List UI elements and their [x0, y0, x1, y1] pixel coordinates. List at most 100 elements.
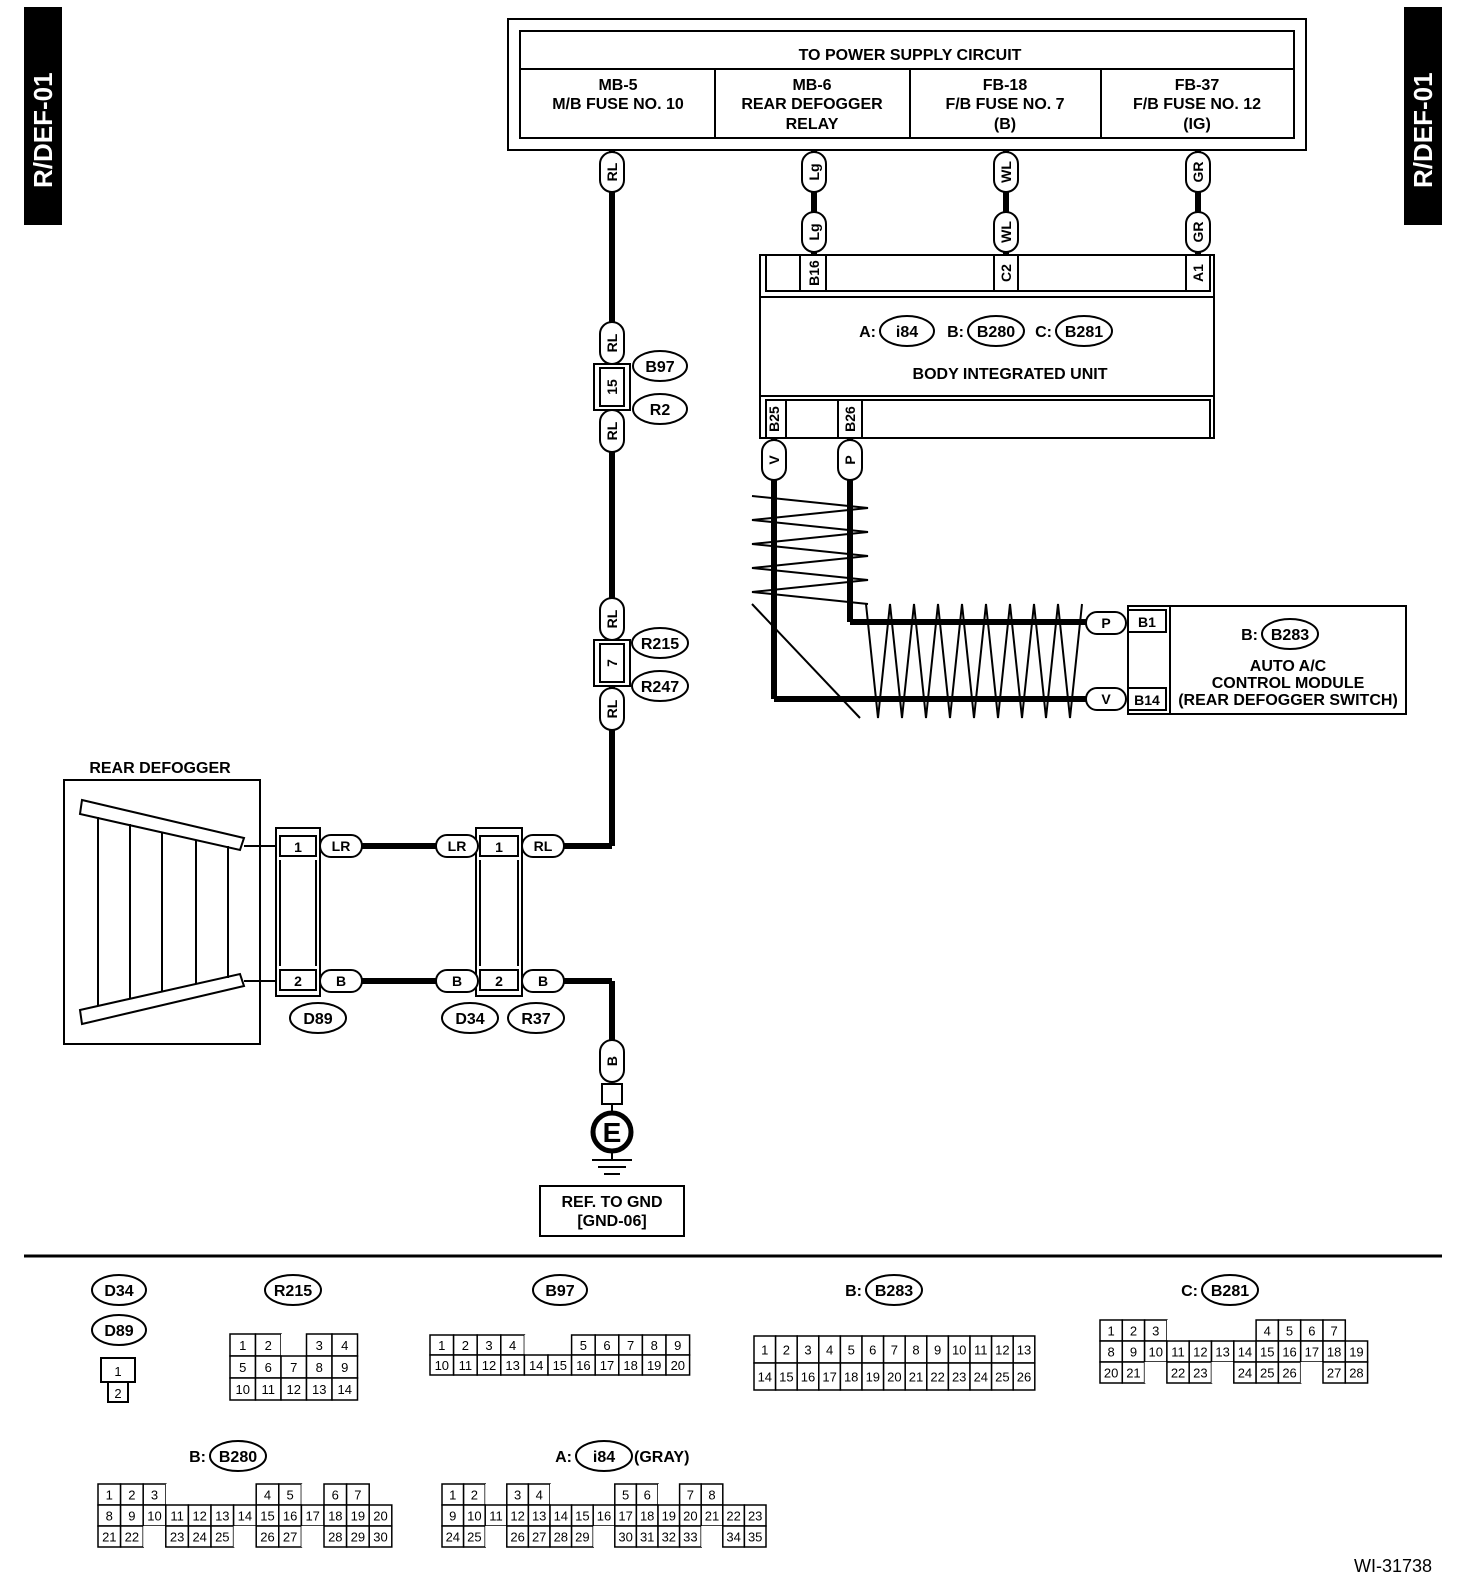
pin-number: 30	[618, 1530, 632, 1545]
conn-b281: B281	[1065, 324, 1103, 341]
pin-number: 21	[102, 1530, 116, 1545]
pin-number: 1	[761, 1343, 768, 1358]
conn-b283: B283	[1271, 627, 1309, 644]
pin-number: 9	[674, 1338, 681, 1353]
pin-number: 16	[1282, 1345, 1296, 1360]
pin-number: 8	[106, 1509, 113, 1524]
svg-text:B:: B:	[189, 1449, 206, 1466]
joint-r215-r247: RL 7 RL R215 R247	[593, 597, 689, 731]
pin-number: 29	[351, 1530, 365, 1545]
pin-cell	[233, 1484, 257, 1505]
pin-number: 18	[328, 1509, 342, 1524]
legend-i84: i84	[593, 1449, 615, 1466]
conn-r215: R215	[641, 636, 679, 653]
pin-cell	[1189, 1320, 1212, 1341]
svg-text:1: 1	[495, 839, 503, 855]
legend-b283: B283	[875, 1283, 913, 1300]
pin-number: 17	[305, 1509, 319, 1524]
wire-label-v-vertical: V	[761, 439, 787, 481]
pin-number: 9	[1130, 1345, 1137, 1360]
pin-b1: B1	[1138, 614, 1156, 630]
svg-text:V: V	[1101, 691, 1111, 707]
pin-number: 18	[623, 1358, 637, 1373]
pin-number: 30	[373, 1530, 387, 1545]
pin-number: 9	[934, 1343, 941, 1358]
pin-cell	[570, 1525, 594, 1548]
pin-number: 25	[995, 1370, 1009, 1385]
pin-number: 33	[683, 1530, 697, 1545]
auto-ac-control-module: B1 B14 B: B283 AUTO A/C CONTROL MODULE (…	[1127, 605, 1407, 715]
pin-cell	[1012, 1362, 1036, 1391]
rear-defogger: REAR DEFOGGER	[63, 760, 278, 1045]
pin-cell	[1344, 1361, 1369, 1384]
pin-cell	[281, 1334, 307, 1356]
ps-col1-l2: M/B FUSE NO. 10	[552, 96, 684, 113]
pin-number: 5	[286, 1488, 293, 1503]
ps-col3-l1: FB-18	[983, 77, 1028, 94]
pin-number: 22	[726, 1509, 740, 1524]
legend-labels: D34 D89 R215 B97 B: B283 C: B281 B: B280…	[91, 1274, 1259, 1472]
ps-col2-l3: RELAY	[786, 116, 839, 133]
wire-label-b-right: B	[521, 969, 565, 993]
pin-number: 21	[909, 1370, 923, 1385]
wire-label-v-horizontal: V	[1085, 687, 1127, 711]
svg-text:B:: B:	[845, 1283, 862, 1300]
svg-text:GR: GR	[1190, 222, 1206, 243]
pin-number: 17	[822, 1370, 836, 1385]
pin-number: 31	[640, 1530, 654, 1545]
pin-number: 11	[974, 1343, 988, 1358]
legend-b97: B97	[545, 1283, 574, 1300]
svg-text:P: P	[1101, 615, 1110, 631]
pin-number: 4	[826, 1343, 833, 1358]
pin-number: 11	[262, 1382, 276, 1397]
pin-cell	[743, 1525, 767, 1548]
pin-number: 24	[1238, 1366, 1252, 1381]
pin-number: 5	[580, 1338, 587, 1353]
ac-line3: (REAR DEFOGGER SWITCH)	[1178, 692, 1398, 709]
pin-number: 2	[462, 1338, 469, 1353]
wire-label-p-horizontal: P	[1085, 611, 1127, 635]
pin-number: 2	[783, 1343, 790, 1358]
conn-r37: R37	[521, 1011, 550, 1028]
wire-label-p-vertical: P	[837, 439, 863, 481]
conn-b280: B280	[977, 324, 1015, 341]
pin-number: 24	[446, 1530, 460, 1545]
twisted-pair-horizontal	[865, 603, 1083, 719]
ps-col4-l3: (IG)	[1183, 116, 1211, 133]
svg-text:B:: B:	[1241, 627, 1258, 644]
pin-cell	[1144, 1362, 1167, 1383]
svg-text:B: B	[604, 1056, 620, 1066]
pin-cell	[301, 1484, 324, 1505]
pin-number: 9	[128, 1509, 135, 1524]
svg-text:LR: LR	[332, 838, 351, 854]
svg-text:1: 1	[294, 839, 302, 855]
pin-cell	[593, 1484, 615, 1505]
pin-number: 10	[147, 1509, 161, 1524]
pin-number: 28	[328, 1530, 342, 1545]
connector-d34-r37: 1 2 D34 R37	[441, 827, 565, 1034]
svg-text:RL: RL	[604, 699, 620, 718]
pin-number: 25	[467, 1530, 481, 1545]
svg-text:V: V	[766, 455, 782, 465]
pin-number: 2	[471, 1488, 478, 1503]
pin-number: 11	[459, 1358, 473, 1373]
conn-d34: D34	[455, 1011, 484, 1028]
svg-text:A:: A:	[859, 324, 876, 341]
pin-number: 26	[260, 1530, 274, 1545]
svg-text:2: 2	[114, 1386, 121, 1401]
pin-number: 10	[952, 1343, 966, 1358]
joint-b97-r2: RL 15 RL B97 R2	[593, 321, 688, 453]
legend-b280: B280	[219, 1449, 257, 1466]
pin-number: 15	[779, 1370, 793, 1385]
svg-text:RL: RL	[604, 333, 620, 352]
pin-cell	[571, 1484, 594, 1505]
pin-cell	[678, 1525, 702, 1548]
pin-number: 25	[1260, 1366, 1274, 1381]
pin-number: 6	[603, 1338, 610, 1353]
pin-cell	[233, 1526, 257, 1547]
pin-cell	[188, 1484, 211, 1505]
pin-number: 13	[505, 1358, 519, 1373]
pin-a1: A1	[1190, 264, 1206, 282]
